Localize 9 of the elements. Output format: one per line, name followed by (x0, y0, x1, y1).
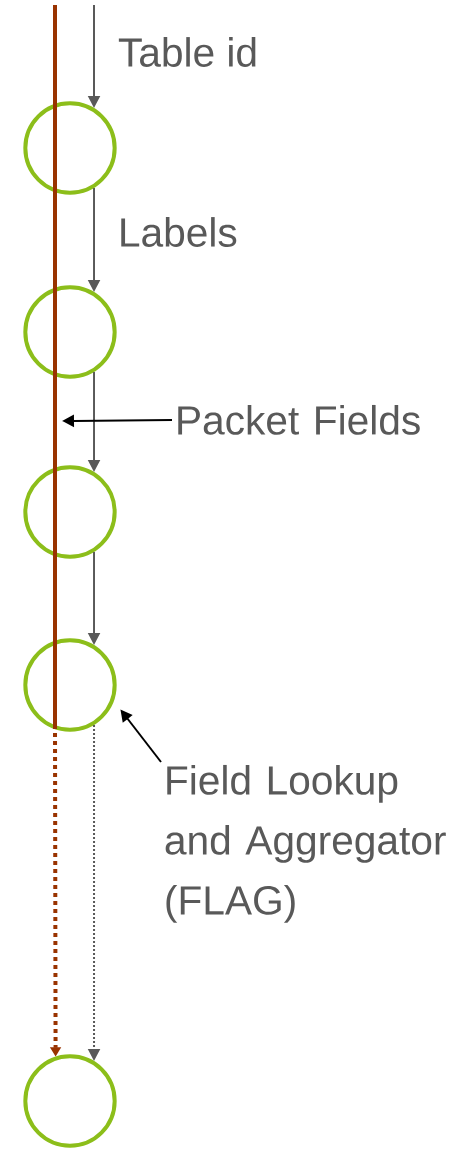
circle-node (23, 465, 117, 559)
note-text: Field Lookup and Aggregator (FLAG) (165, 764, 446, 923)
circle-node (23, 101, 117, 195)
circle-node (23, 285, 117, 379)
edge-label: Labels (121, 217, 237, 247)
circle-node (23, 638, 117, 732)
note-text: Packet Fields (178, 404, 420, 435)
circle-node (23, 1054, 117, 1148)
edge-label: Table id (118, 37, 256, 67)
